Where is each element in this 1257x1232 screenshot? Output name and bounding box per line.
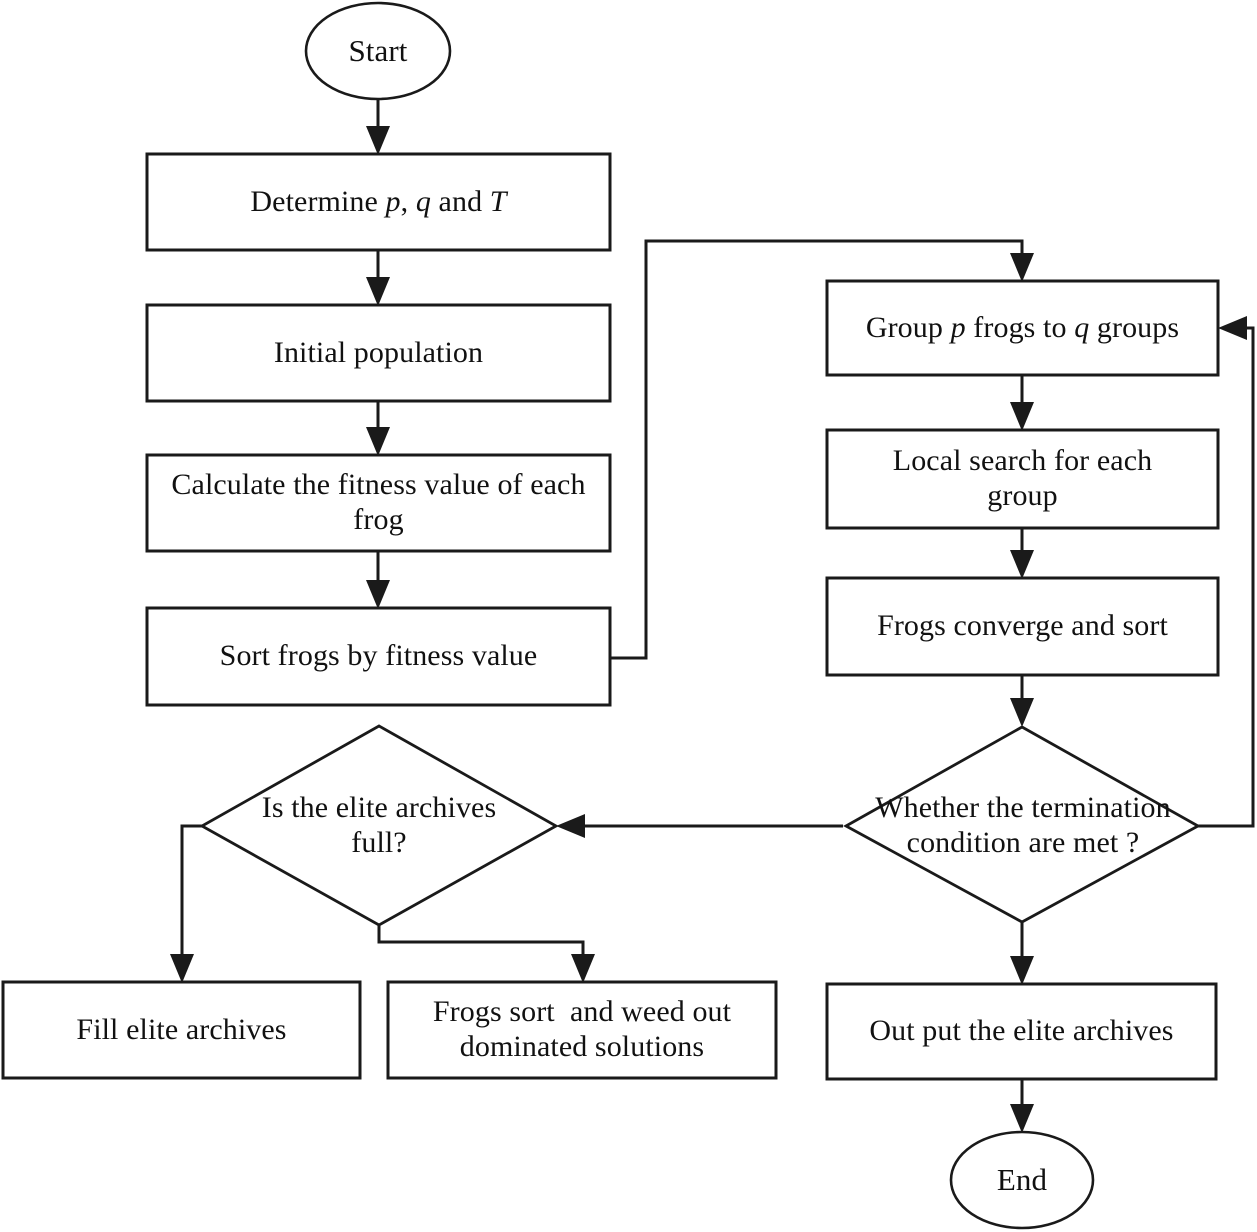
connector-group-to-local xyxy=(1010,375,1034,431)
connector-output-to-end xyxy=(1010,1079,1034,1133)
connector-calculate-to-sort xyxy=(366,551,390,609)
node-elite-full-check-shape xyxy=(199,724,559,927)
connector-local-to-converge xyxy=(1010,528,1034,579)
connector-converge-to-termination xyxy=(1010,675,1034,727)
node-converge-sort-shape xyxy=(825,576,1220,677)
connector-sort-to-group xyxy=(610,239,1034,660)
connector-termination-loop-back xyxy=(1198,316,1255,828)
node-weed-out-shape xyxy=(386,980,778,1080)
connector-start-to-determine xyxy=(366,99,390,155)
connector-elite-check-to-fill xyxy=(170,824,202,983)
node-determine-params-shape xyxy=(145,152,612,252)
connector-termination-to-elite-check xyxy=(556,814,843,838)
node-sort-frogs-shape xyxy=(145,606,612,707)
node-group-frogs-shape xyxy=(825,279,1220,377)
node-local-search-shape xyxy=(825,428,1220,530)
connector-determine-to-initial xyxy=(366,250,390,306)
node-initial-population-shape xyxy=(145,303,612,403)
node-end-shape xyxy=(949,1130,1095,1230)
node-fill-elite-shape xyxy=(1,980,362,1080)
node-calculate-fitness-shape xyxy=(145,453,612,553)
connector-initial-to-calculate xyxy=(366,401,390,456)
connector-termination-to-output xyxy=(1010,922,1034,985)
node-output-elite-shape xyxy=(825,982,1218,1081)
node-start-shape xyxy=(304,1,452,101)
connector-elite-check-to-weed-out xyxy=(377,925,595,983)
node-termination-check-shape xyxy=(843,725,1201,924)
